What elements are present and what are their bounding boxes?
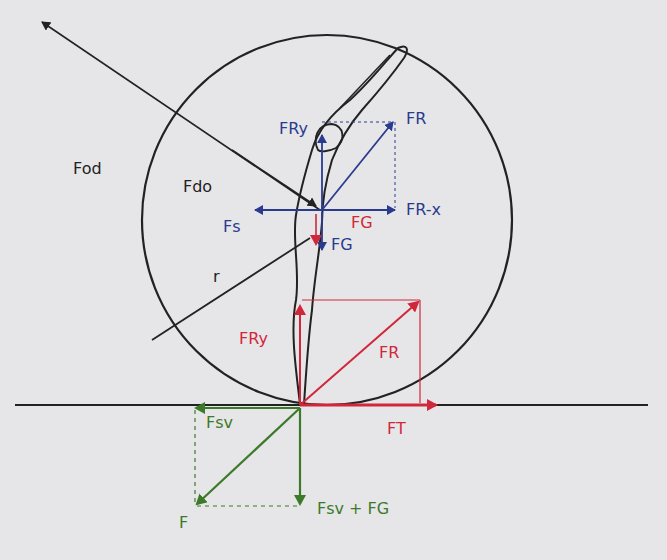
force-label: FRy	[278, 120, 309, 138]
force-label: FR	[378, 344, 400, 362]
force-label: FR-x	[405, 201, 442, 219]
force-label: FR	[405, 110, 427, 128]
force-label: FG	[350, 214, 374, 232]
force-label: Fsv	[205, 414, 234, 432]
force-label: Fdo	[182, 178, 213, 196]
force-label: FRy	[238, 330, 269, 348]
force-label: Fs	[222, 218, 242, 236]
force-label: FG	[330, 236, 354, 254]
force-label: FT	[386, 420, 407, 438]
force-label: Fsv + FG	[316, 500, 390, 518]
force-label: Fod	[72, 160, 103, 178]
force-label: r	[212, 268, 221, 286]
force-label: F	[178, 514, 189, 532]
